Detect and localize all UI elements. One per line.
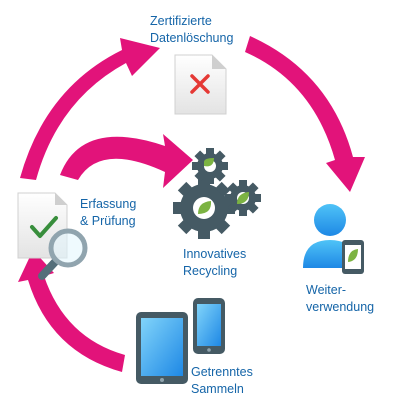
label-separate-collection: Getrenntes Sammeln xyxy=(191,365,253,396)
label-capture-check: Erfassung & Prüfung xyxy=(80,197,137,228)
arrow-capture-to-deletion xyxy=(20,38,160,180)
arrow-to-recycling xyxy=(60,134,193,188)
arrow-deletion-to-reuse xyxy=(245,36,365,192)
document-check-magnifier-icon xyxy=(17,192,88,280)
person-phone-leaf-icon xyxy=(303,204,364,274)
arrow-collection-to-capture xyxy=(18,250,125,372)
label-reuse: Weiter- verwendung xyxy=(306,283,375,314)
tablet-phone-icon xyxy=(136,298,225,384)
label-certified-deletion: Zertifizierte Datenlöschung xyxy=(150,14,234,45)
gears-leaf-icon xyxy=(173,148,261,239)
cycle-arrows xyxy=(18,36,365,372)
label-innovative-recycling: Innovatives Recycling xyxy=(183,247,247,278)
document-x-icon xyxy=(174,54,227,115)
